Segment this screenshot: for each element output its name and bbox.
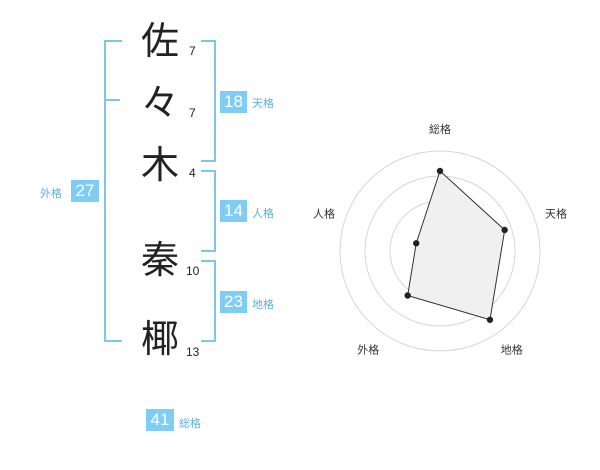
- stroke-count-5: 13: [186, 345, 200, 359]
- radar-axis-label-3: 地格: [501, 343, 523, 357]
- gaikaku-bracket-tick: [104, 99, 120, 101]
- jinkaku-label: 人格: [252, 207, 274, 220]
- radar-point-3: [486, 316, 494, 323]
- radar-point-2: [501, 226, 508, 234]
- chikaku-label: 地格: [252, 298, 274, 311]
- name-char-5: 椰: [141, 317, 180, 361]
- tenkaku-label: 天格: [252, 97, 274, 110]
- chikaku-bracket: [201, 260, 216, 342]
- stroke-count-1: 7: [189, 44, 196, 58]
- stroke-count-3: 4: [189, 166, 196, 180]
- chikaku-value-badge: 23: [220, 291, 247, 313]
- radar-axis-label-5: 人格: [313, 206, 335, 220]
- radar-data-area: [407, 170, 506, 321]
- stroke-count-2: 7: [189, 106, 196, 120]
- name-char-4: 秦: [141, 238, 180, 282]
- radar-data-points: [404, 167, 508, 323]
- stroke-count-4: 10: [186, 264, 200, 278]
- radar-point-1: [436, 167, 444, 175]
- tenkaku-value-badge: 18: [220, 91, 247, 113]
- soukaku-label: 総格: [179, 417, 201, 430]
- gaikaku-bracket: [104, 40, 122, 342]
- gaikaku-value-badge: 27: [71, 180, 99, 202]
- radar-axis-label-2: 天格: [545, 206, 567, 220]
- name-char-3: 木: [141, 143, 180, 187]
- jinkaku-value-badge: 14: [220, 200, 247, 222]
- radar-point-5: [413, 240, 420, 247]
- radar-point-4: [404, 292, 411, 299]
- radar-ring: [339, 150, 541, 352]
- name-char-2: 々: [141, 81, 180, 125]
- jinkaku-bracket: [201, 170, 216, 252]
- tenkaku-bracket: [201, 40, 216, 162]
- gaikaku-label: 外格: [40, 187, 62, 200]
- radar-axis-label-1: 総格: [429, 122, 451, 136]
- soukaku-value-badge: 41: [146, 409, 174, 431]
- radar-axis-label-4: 外格: [357, 343, 379, 357]
- name-char-1: 佐: [141, 19, 180, 63]
